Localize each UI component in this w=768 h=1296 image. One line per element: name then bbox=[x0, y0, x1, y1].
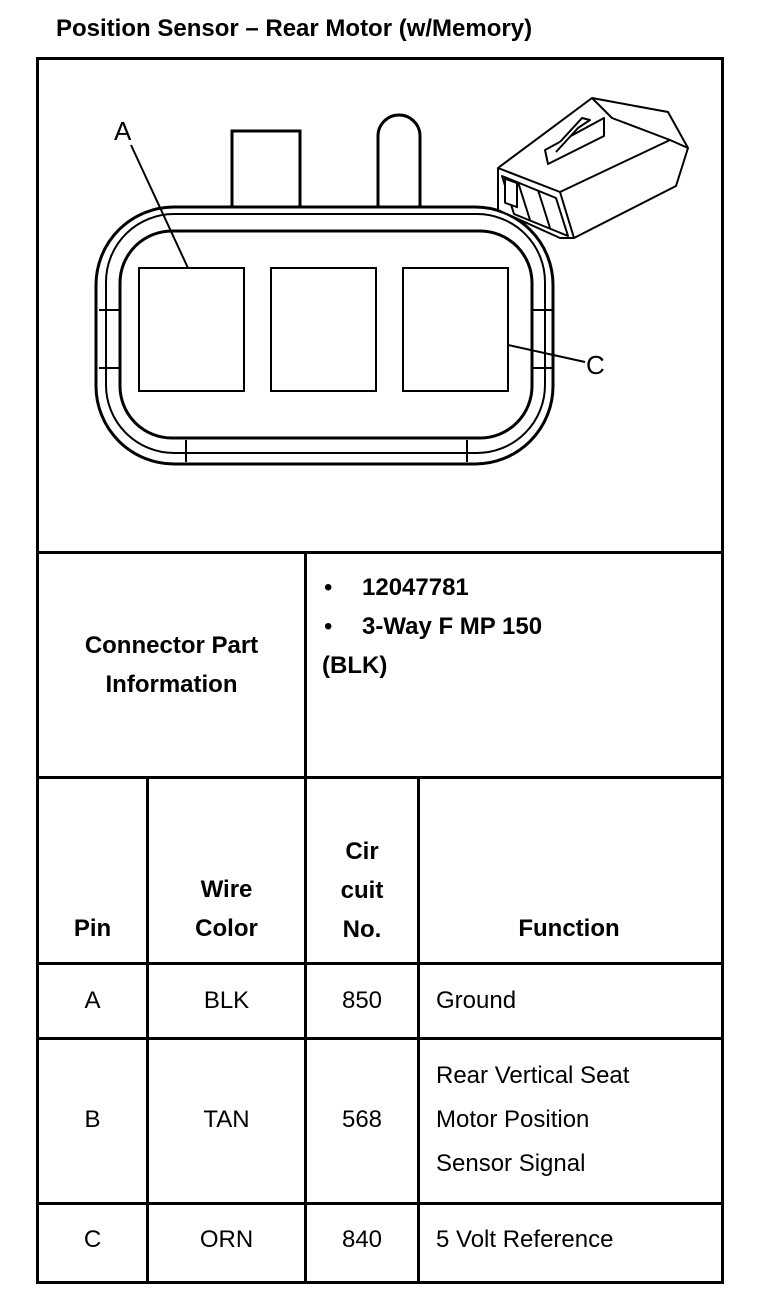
terminal-cavity-c bbox=[402, 267, 509, 392]
header-wire-color: Wire Color bbox=[195, 876, 258, 942]
cell-function: Rear Vertical Seat Motor Position Sensor… bbox=[436, 1062, 630, 1177]
housing-side-marks bbox=[99, 309, 552, 462]
connector-info-label: Connector Part Information bbox=[84, 632, 259, 698]
connector-bullet-2: • bbox=[324, 613, 333, 640]
connector-part-number: 12047781 bbox=[362, 574, 469, 601]
cell-circuit: 568 bbox=[341, 1106, 383, 1133]
connector-3d-illustration bbox=[497, 97, 689, 239]
divider-connector-info bbox=[36, 776, 722, 779]
divider-col-pin bbox=[146, 776, 149, 1281]
cell-pin: B bbox=[84, 1106, 101, 1133]
connector-bullet-1: • bbox=[324, 574, 333, 601]
cell-wire-color: ORN bbox=[199, 1226, 254, 1253]
divider-diagram bbox=[36, 551, 722, 554]
pin-c-leader bbox=[507, 344, 586, 363]
divider-row-a bbox=[36, 1037, 722, 1040]
divider-header bbox=[36, 962, 722, 965]
cell-wire-color: TAN bbox=[203, 1106, 250, 1133]
cell-circuit: 840 bbox=[341, 1226, 383, 1253]
header-pin: Pin bbox=[73, 915, 112, 942]
cell-circuit: 850 bbox=[341, 987, 383, 1014]
connector-color-note: (BLK) bbox=[322, 652, 388, 679]
pin-a-leader bbox=[130, 144, 189, 269]
terminal-cavity-a bbox=[138, 267, 245, 392]
connector-description: 3-Way F MP 150 bbox=[362, 613, 543, 640]
divider-col-circuit bbox=[417, 776, 420, 1281]
terminal-cavity-b bbox=[270, 267, 377, 392]
cell-function: 5 Volt Reference bbox=[436, 1226, 614, 1253]
divider-connector-col bbox=[304, 551, 307, 779]
cell-wire-color: BLK bbox=[203, 987, 250, 1014]
cell-function: Ground bbox=[436, 987, 517, 1014]
cell-pin: C bbox=[83, 1226, 102, 1253]
page-title: Position Sensor – Rear Motor (w/Memory) bbox=[56, 15, 533, 42]
cell-pin: A bbox=[84, 987, 101, 1014]
divider-row-b bbox=[36, 1202, 722, 1205]
header-function: Function bbox=[518, 915, 620, 942]
table-frame bbox=[36, 57, 724, 1284]
connector-top-tab bbox=[230, 129, 302, 215]
connector-key-tab bbox=[376, 113, 422, 236]
pin-c-label: C bbox=[586, 350, 605, 380]
divider-col-color bbox=[304, 776, 307, 1281]
pin-a-label: A bbox=[114, 116, 132, 146]
header-circuit-number: Cir cuit No. bbox=[340, 838, 384, 943]
connector-face-diagram: A C bbox=[94, 97, 689, 466]
